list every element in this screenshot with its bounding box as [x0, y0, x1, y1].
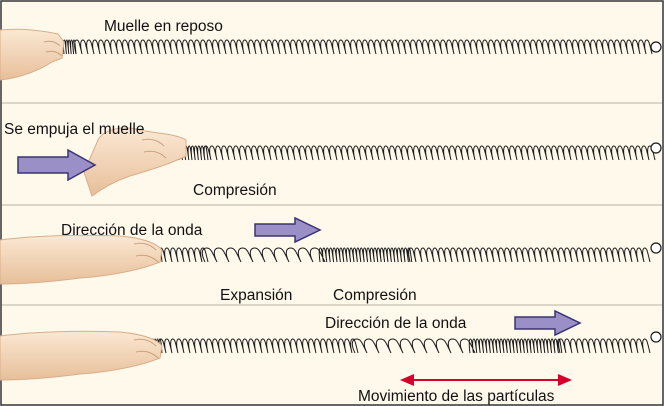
- ring-icon: [650, 142, 662, 154]
- hand-icon: [0, 234, 163, 285]
- hand-icon: [83, 127, 187, 197]
- label-compression: Compresión: [193, 182, 277, 199]
- right-arrow-icon: [514, 309, 582, 337]
- hand-icon: [0, 330, 163, 381]
- hand-icon: [0, 28, 65, 81]
- label-rest: Muelle en reposo: [104, 18, 223, 35]
- label-compression: Compresión: [333, 287, 417, 304]
- right-arrow-icon: [17, 148, 97, 182]
- label-expansion: Expansión: [220, 287, 292, 304]
- ring-icon: [650, 41, 662, 53]
- right-arrow-icon: [254, 216, 322, 244]
- label-wave-direction: Dirección de la onda: [61, 222, 203, 239]
- double-headed-arrow-icon: [400, 374, 572, 386]
- label-particle-motion: Movimiento de las partículas: [358, 388, 555, 405]
- ring-icon: [650, 331, 662, 343]
- ring-icon: [650, 242, 662, 254]
- label-wave-direction: Dirección de la onda: [325, 315, 467, 332]
- label-pushed: Se empuja el muelle: [4, 121, 144, 138]
